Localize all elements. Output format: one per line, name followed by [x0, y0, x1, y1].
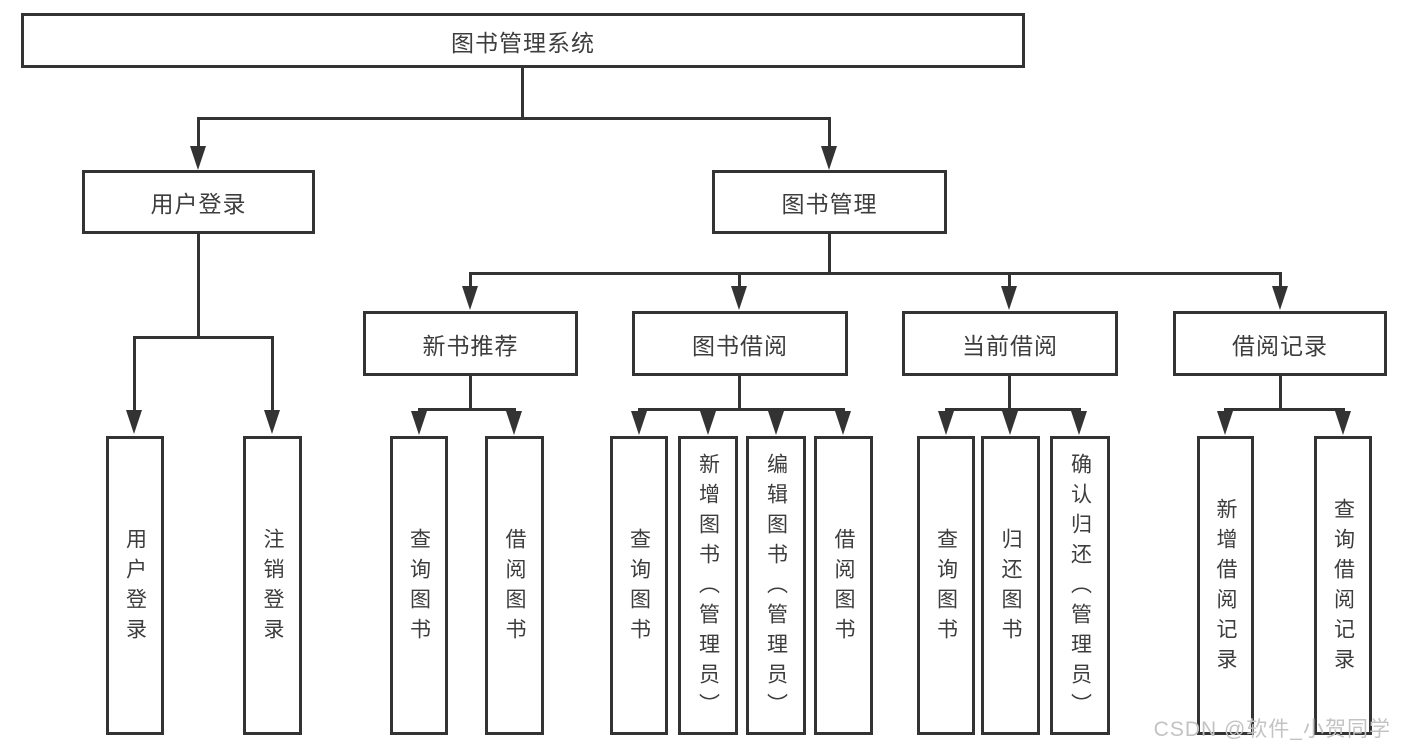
node-borrow-record: 借阅记录	[1173, 311, 1387, 376]
connector-book-management-stem	[828, 234, 831, 272]
node-new-book-recommend: 新书推荐	[363, 311, 578, 376]
arrowhead-logout-leaf	[264, 410, 280, 434]
arrowhead-current-borrow	[1001, 286, 1017, 310]
arrowhead-nb-leaf2	[506, 411, 522, 435]
connector-new-book-bus	[418, 408, 516, 411]
node-current-borrow: 当前借阅	[902, 311, 1118, 376]
connector-drop-logout-leaf	[271, 336, 274, 413]
connector-borrow-record-bus	[1224, 408, 1344, 411]
arrowhead-borrow-record	[1272, 286, 1288, 310]
node-user-login: 用户登录	[82, 170, 315, 234]
connector-book-borrow-bus	[638, 408, 845, 411]
arrowhead-bb-leaf4	[835, 411, 851, 435]
connector-drop-new-book	[469, 272, 472, 290]
node-root: 图书管理系统	[21, 13, 1025, 68]
connector-user-login-stem	[197, 234, 200, 336]
arrowhead-bb-leaf2	[700, 411, 716, 435]
leaf-bb-borrow-book: 借阅图书	[814, 436, 873, 735]
leaf-bb-edit-book-admin: 编辑图书（管理员）	[746, 436, 806, 735]
connector-book-borrow-stem	[738, 376, 741, 408]
arrowhead-cb-leaf3	[1071, 411, 1087, 435]
arrowhead-cb-leaf2	[1002, 411, 1018, 435]
connector-user-login-bus	[133, 336, 274, 339]
leaf-br-query-record: 查询借阅记录	[1314, 436, 1372, 735]
leaf-cb-confirm-return-admin: 确认归还（管理员）	[1050, 436, 1110, 735]
connector-drop-current-borrow	[1008, 272, 1011, 290]
leaf-nb-query-book: 查询图书	[390, 436, 448, 735]
arrowhead-book-management	[821, 146, 837, 170]
node-book-management: 图书管理	[712, 170, 947, 234]
arrowhead-book-borrow	[731, 286, 747, 310]
arrowhead-new-book	[462, 286, 478, 310]
arrowhead-br-leaf1	[1217, 411, 1233, 435]
arrowhead-br-leaf2	[1335, 411, 1351, 435]
connector-drop-book-borrow	[738, 272, 741, 290]
connector-borrow-record-stem	[1279, 376, 1282, 408]
leaf-cb-return-book: 归还图书	[981, 436, 1040, 735]
connector-current-borrow-bus	[945, 408, 1081, 411]
leaf-nb-borrow-book: 借阅图书	[485, 436, 544, 735]
connector-drop-borrow-record	[1279, 272, 1282, 290]
connector-new-book-stem	[469, 376, 472, 408]
leaf-br-add-record: 新增借阅记录	[1197, 436, 1254, 735]
arrowhead-cb-leaf1	[938, 411, 954, 435]
leaf-bb-query-book: 查询图书	[610, 436, 668, 735]
connector-drop-login-leaf	[133, 336, 136, 413]
leaf-user-login: 用户登录	[106, 436, 164, 735]
connector-root-stem	[521, 68, 524, 117]
arrowhead-bb-leaf3	[768, 411, 784, 435]
connector-drop-user-login	[197, 117, 200, 149]
leaf-cb-query-book: 查询图书	[917, 436, 975, 735]
arrowhead-bb-leaf1	[631, 411, 647, 435]
leaf-bb-add-book-admin: 新增图书（管理员）	[678, 436, 738, 735]
arrowhead-nb-leaf1	[411, 411, 427, 435]
watermark: CSDN @软件_小贺同学	[1153, 718, 1391, 741]
connector-top-bus	[197, 117, 831, 120]
node-book-borrow: 图书借阅	[632, 311, 848, 376]
connector-drop-book-management	[828, 117, 831, 149]
leaf-logout: 注销登录	[243, 436, 302, 735]
arrowhead-login-leaf	[126, 410, 142, 434]
connector-current-borrow-stem	[1008, 376, 1011, 408]
arrowhead-user-login	[190, 146, 206, 170]
connector-main-bus	[469, 272, 1282, 275]
